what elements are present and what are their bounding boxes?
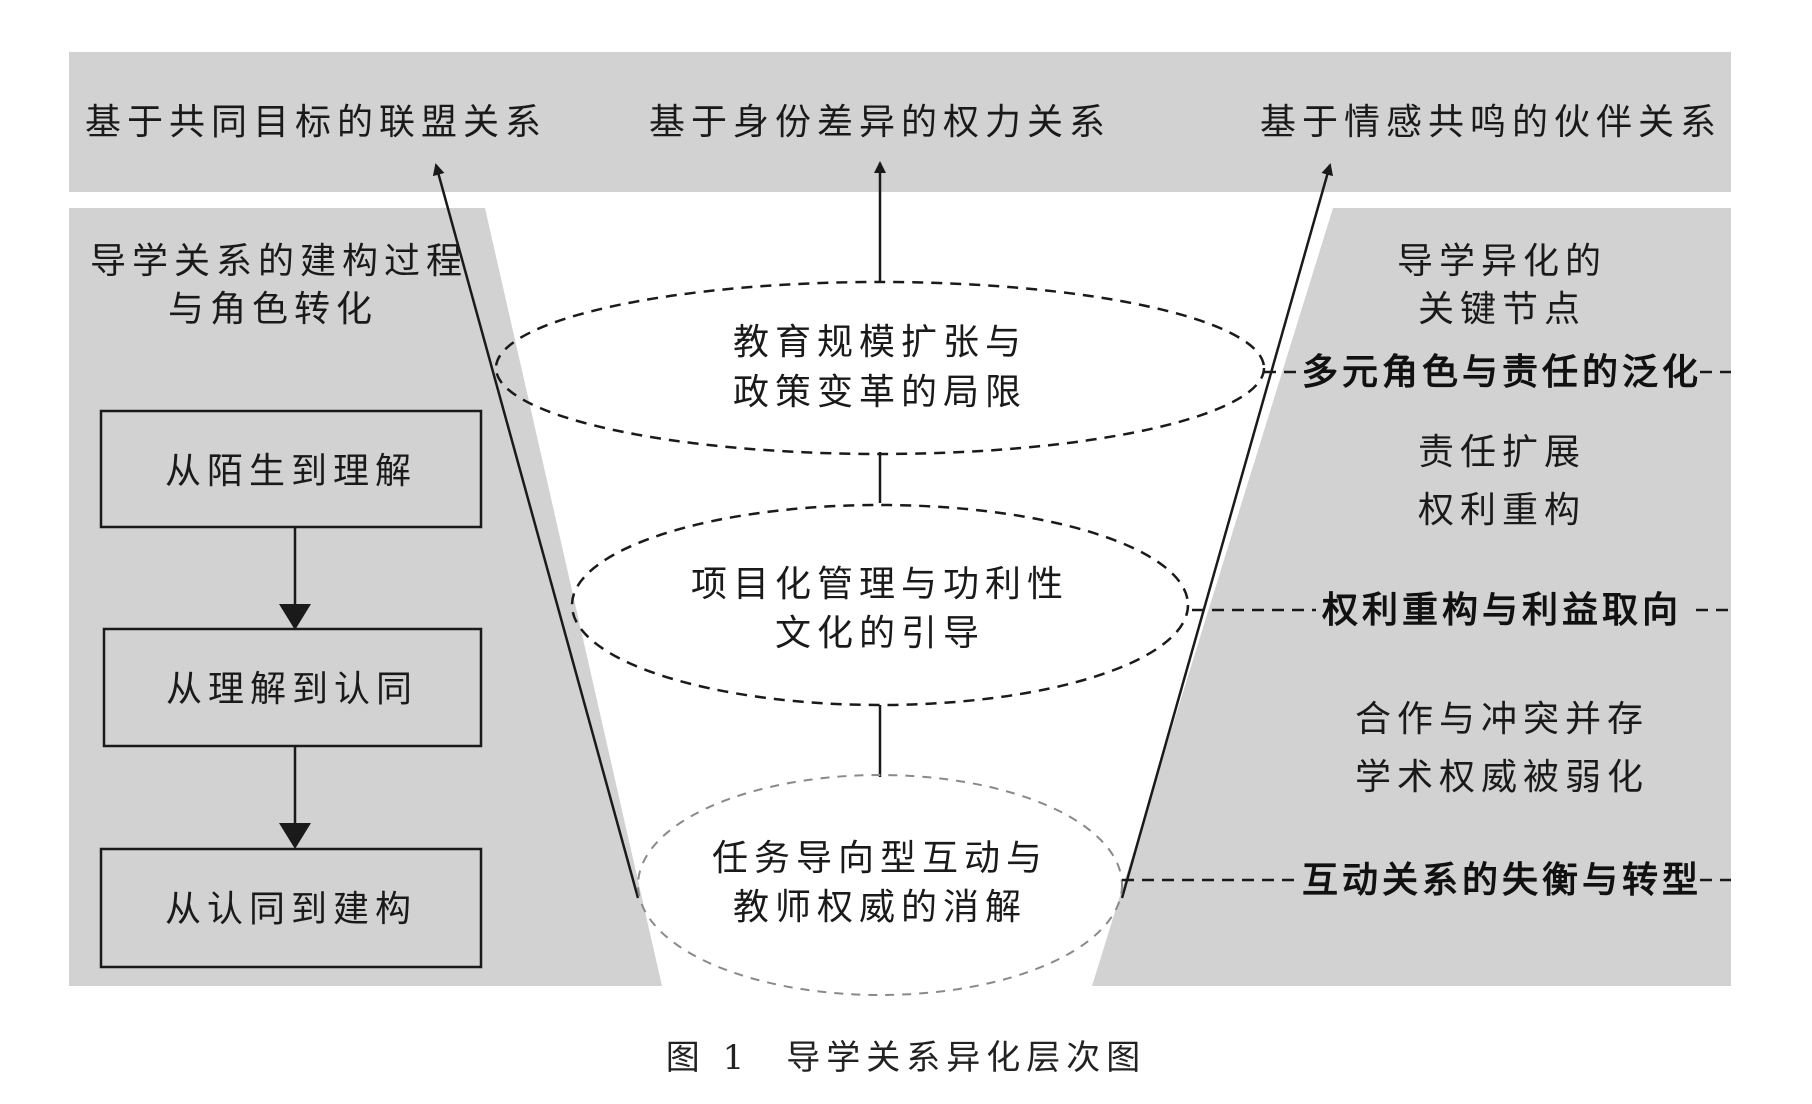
ellipse-middle	[570, 503, 1190, 707]
figure-title: 导学关系异化层次图	[786, 1038, 1147, 1078]
top-label-right: 基于情感共鸣的伙伴关系	[1260, 102, 1722, 143]
node-2-label: 权利重构与利益取向	[1321, 590, 1682, 631]
step-label-1: 从陌生到理解	[165, 451, 417, 492]
ellipse-bottom	[637, 774, 1123, 996]
ellipse-bottom-line1: 任务导向型互动与	[712, 838, 1048, 879]
step-label-3: 从认同到建构	[165, 889, 417, 930]
detail-1-line1: 责任扩展	[1418, 432, 1586, 473]
left-panel-title-line1: 导学关系的建构过程	[90, 241, 468, 282]
right-panel-title-line1: 导学异化的	[1397, 241, 1607, 282]
step-box-3	[99, 847, 483, 969]
right-funnel-arrow	[1120, 163, 1334, 899]
top-band	[69, 52, 1731, 192]
ellipse-middle-line2: 文化的引导	[775, 613, 985, 654]
top-label-center: 基于身份差异的权力关系	[649, 102, 1111, 143]
ellipse-top-line1: 教育规模扩张与	[733, 322, 1027, 363]
node-3-label: 互动关系的失衡与转型	[1302, 860, 1702, 901]
node-1-label: 多元角色与责任的泛化	[1302, 352, 1702, 393]
step-box-2	[102, 627, 483, 748]
right-panel-title-line2: 关键节点	[1418, 289, 1586, 330]
detail-2-line2: 学术权威被弱化	[1355, 757, 1649, 798]
figure-number: 图 1	[665, 1038, 751, 1078]
left-panel-bg	[69, 208, 662, 986]
step-arrowhead-1	[279, 604, 311, 630]
figure-caption: 图 1 导学关系异化层次图	[0, 1030, 1812, 1079]
step-label-2: 从理解到认同	[166, 669, 418, 710]
step-arrowhead-2	[279, 823, 311, 849]
top-label-left: 基于共同目标的联盟关系	[85, 102, 547, 143]
left-funnel-arrow	[432, 163, 640, 899]
step-box-1	[99, 409, 483, 529]
ellipse-top-line2: 政策变革的局限	[733, 372, 1027, 413]
left-panel-title-line2: 与角色转化	[168, 289, 378, 330]
detail-2-line1: 合作与冲突并存	[1355, 699, 1649, 740]
detail-1-line2: 权利重构	[1418, 490, 1586, 531]
ellipse-bottom-line2: 教师权威的消解	[733, 887, 1027, 928]
ellipse-middle-line1: 项目化管理与功利性	[691, 564, 1069, 605]
right-panel-bg	[1092, 208, 1731, 986]
ellipse-top	[494, 280, 1266, 456]
